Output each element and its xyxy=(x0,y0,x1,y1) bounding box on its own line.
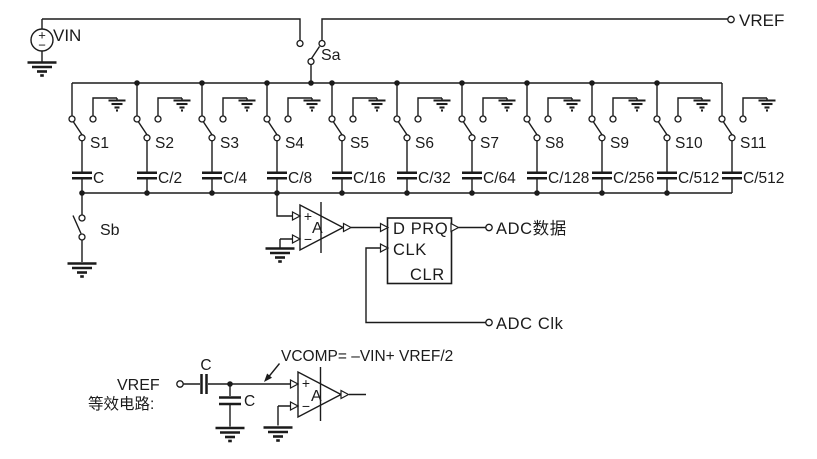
switch-label: S5 xyxy=(350,135,369,152)
eq-vref-terminal xyxy=(176,380,184,388)
flip-flop: D PRQ CLK CLR xyxy=(379,217,460,285)
switch-label: S4 xyxy=(285,135,304,152)
sa-label: Sa xyxy=(321,47,341,64)
arrowhead-icon xyxy=(450,222,460,233)
cap-label: C/64 xyxy=(483,170,516,187)
switch-label: S1 xyxy=(90,135,109,152)
switch-label: S7 xyxy=(480,135,499,152)
sb-label: Sb xyxy=(100,222,120,239)
cap-label: C/8 xyxy=(288,170,312,187)
eq-series-cap-label: C xyxy=(200,357,211,374)
eq-shunt-cap-label: C xyxy=(244,393,255,410)
ff-d-q-label: D PRQ xyxy=(393,220,448,238)
cap-label: C/128 xyxy=(548,170,589,187)
comparator-gain-label: A xyxy=(312,220,323,237)
sb-switch: Sb xyxy=(66,193,120,278)
arrowhead-icon xyxy=(291,234,301,244)
eq-comparator-minus: − xyxy=(302,398,310,414)
adc-clk-label: ADC Clk xyxy=(496,315,564,333)
comparator-minus: − xyxy=(304,231,312,247)
switch-label: S8 xyxy=(545,135,564,152)
adc-clk-input: ADC Clk xyxy=(365,247,564,333)
ff-clr-label: CLR xyxy=(410,266,445,284)
series-capacitor xyxy=(200,374,208,394)
vcomp-label: VCOMP= –VIN+ VREF/2 xyxy=(281,348,453,365)
adc-data-terminal xyxy=(485,223,493,232)
adc-data-label: ADC数据 xyxy=(496,219,567,238)
switch-label: S11 xyxy=(740,135,766,152)
arrowhead-icon xyxy=(289,401,299,411)
switch-label: S9 xyxy=(610,135,629,152)
arrowhead-icon xyxy=(340,389,350,400)
switch-label: S6 xyxy=(415,135,434,152)
ground-icon xyxy=(264,247,296,263)
cap-label: C xyxy=(93,170,104,187)
cap-label: C/16 xyxy=(353,170,386,187)
vref-terminal xyxy=(727,15,735,24)
eq-comparator-gain-label: A xyxy=(311,388,322,405)
arrowhead-icon xyxy=(291,211,301,221)
annotation-arrowhead-icon xyxy=(264,373,272,382)
equivalent-circuit: 等效电路: VREF C C + − A VCOMP= –VIN+ VREF/2 xyxy=(88,348,453,443)
comparator-plus: + xyxy=(304,208,312,224)
ground-icon xyxy=(66,262,98,278)
ground-icon xyxy=(26,61,58,77)
input-rail: + − VIN VREF Sa xyxy=(26,11,784,83)
cap-label: C/512 xyxy=(743,170,784,187)
vin-source xyxy=(30,28,54,52)
vin-minus-sign: − xyxy=(38,38,46,53)
cap-label: C/2 xyxy=(158,170,182,187)
adc-clk-terminal xyxy=(485,318,493,327)
vin-label: VIN xyxy=(53,26,81,45)
vref-label: VREF xyxy=(739,11,784,30)
cap-label: C/512 xyxy=(678,170,719,187)
vin-plus-sign: + xyxy=(38,28,46,43)
arrowhead-icon xyxy=(289,379,299,389)
comparator: + − A xyxy=(264,193,381,263)
arrowhead-icon xyxy=(342,222,352,233)
switch-label: S10 xyxy=(675,135,703,152)
sa-switch: Sa xyxy=(296,39,341,66)
shunt-capacitor xyxy=(219,396,241,406)
adc-data-output: ADC数据 xyxy=(458,219,567,238)
ground-icon xyxy=(262,426,294,442)
cap-label: C/256 xyxy=(613,170,654,187)
cap-label: C/4 xyxy=(223,170,248,187)
switch-label: S3 xyxy=(220,135,239,152)
equivalent-circuit-title: 等效电路: xyxy=(88,395,154,413)
eq-vref-label: VREF xyxy=(117,377,160,394)
ff-clk-label: CLK xyxy=(393,241,427,259)
capacitor-array: S1 S2 S3 S4 S5 S6 S7 S8 S9 S10 S11 C C/2… xyxy=(69,80,784,196)
switch-label: S2 xyxy=(155,135,174,152)
junction-dots xyxy=(79,80,670,196)
cap-label: C/32 xyxy=(418,170,451,187)
eq-comparator-plus: + xyxy=(302,375,310,391)
ground-icon xyxy=(214,426,246,443)
